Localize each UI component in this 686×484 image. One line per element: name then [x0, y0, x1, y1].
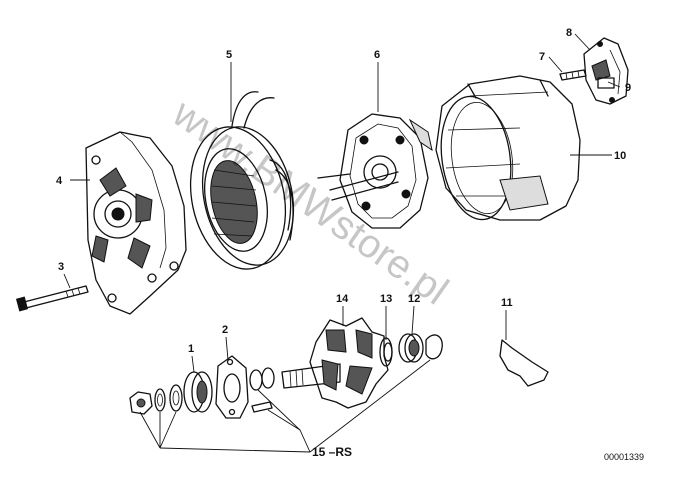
spacer-ring[interactable] [249, 367, 275, 391]
callout-4: 4 [56, 175, 63, 187]
callout-5: 5 [226, 49, 232, 61]
callout-15-rs: 15 –RS [312, 445, 352, 459]
part-3-bolt[interactable] [15, 285, 89, 312]
callout-6: 6 [374, 49, 380, 61]
callout-12: 12 [408, 293, 420, 305]
part-6-rectifier[interactable] [317, 113, 433, 229]
part-4-end-housing[interactable] [85, 131, 187, 315]
part-9-brush-holder[interactable] [597, 77, 615, 89]
callout-1: 1 [188, 343, 194, 355]
part-7-screw[interactable] [559, 69, 587, 81]
callout-2: 2 [222, 324, 228, 336]
washer-2[interactable] [169, 384, 183, 412]
part-12-bearing[interactable] [398, 333, 424, 363]
part-1-bearing[interactable] [183, 371, 213, 413]
washer-1[interactable] [154, 388, 166, 412]
part-13-slip-ring[interactable] [383, 342, 393, 362]
nut[interactable] [129, 391, 153, 415]
reference-number: 00001339 [604, 452, 644, 462]
callout-10: 10 [614, 150, 626, 162]
leader-lines [63, 33, 621, 453]
part-11-clip[interactable] [499, 339, 549, 387]
callout-8: 8 [566, 27, 572, 39]
part-5-stator[interactable] [178, 91, 306, 278]
callout-labels: 5 6 8 7 9 10 4 3 14 13 12 11 2 1 15 –RS [56, 27, 631, 459]
callout-3: 3 [58, 261, 64, 273]
callout-11: 11 [501, 297, 513, 309]
part-8-regulator[interactable] [583, 37, 629, 105]
part-10-housing[interactable] [434, 75, 581, 224]
part-2-cover-plate[interactable] [215, 355, 249, 419]
callout-9: 9 [625, 82, 631, 94]
callout-7: 7 [539, 51, 545, 63]
callout-14: 14 [336, 293, 349, 305]
callout-13: 13 [380, 293, 392, 305]
o-ring[interactable] [425, 334, 443, 360]
part-14-rotor[interactable] [281, 317, 393, 409]
small-screw[interactable] [251, 401, 273, 413]
